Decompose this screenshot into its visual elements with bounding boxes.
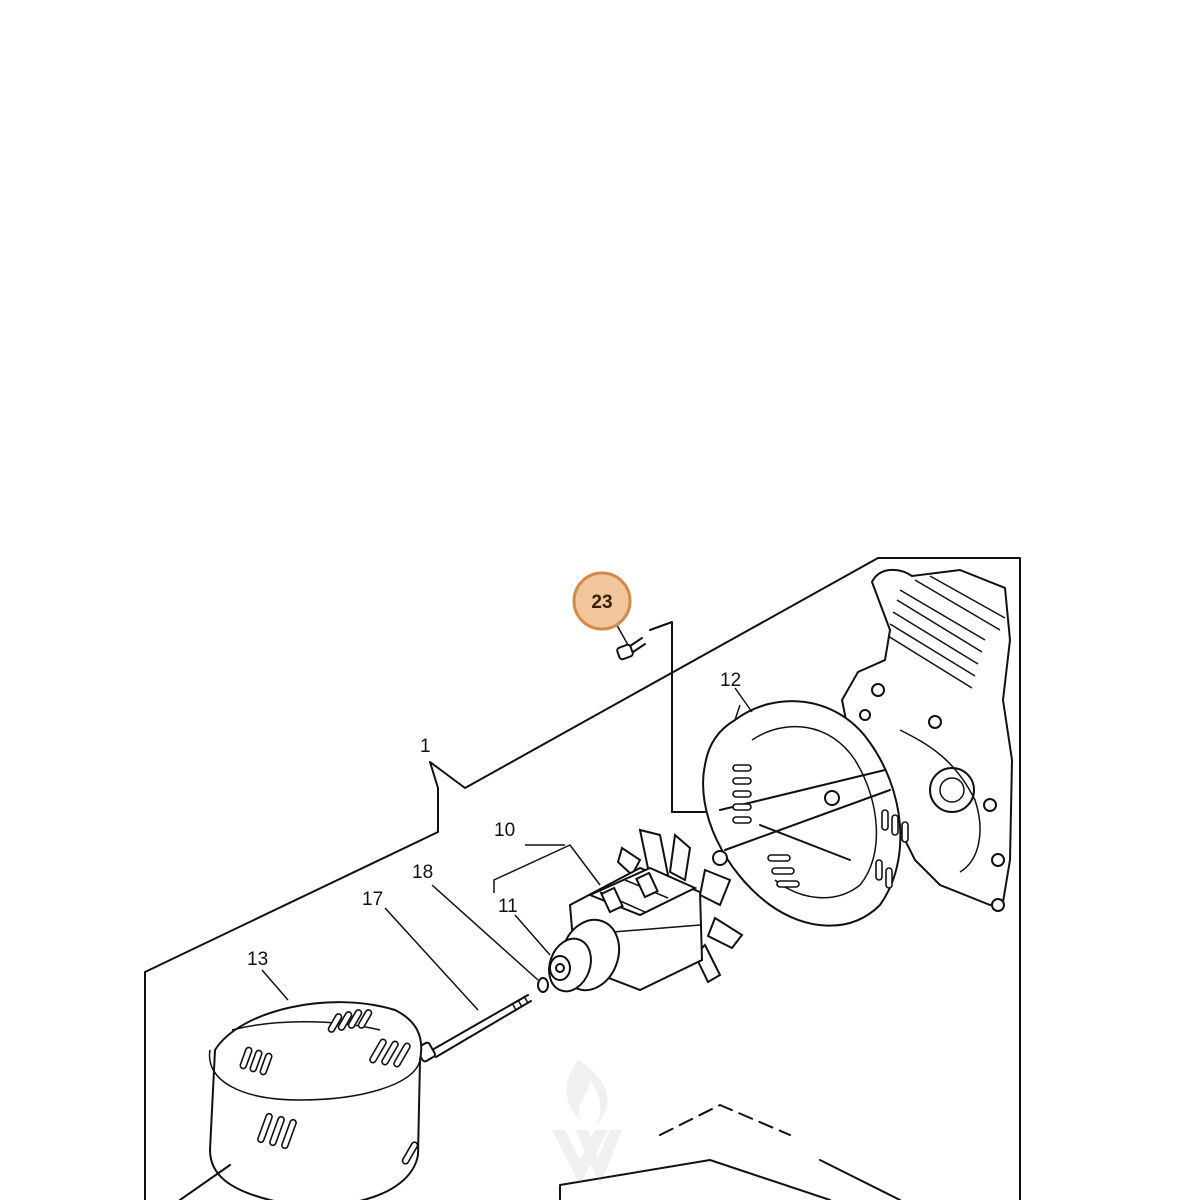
rotor-assembly-10: [548, 828, 744, 993]
engine-block: [840, 568, 1014, 912]
screw-23: [616, 637, 646, 661]
label-part-13: 13: [247, 949, 268, 970]
label-part-1: 1: [420, 736, 431, 757]
band-slots: [239, 1009, 419, 1165]
highlight-callout-23[interactable]: 23: [572, 571, 632, 631]
label-part-18: 18: [412, 862, 433, 883]
watermark-logo: [552, 1060, 622, 1185]
lower-parts: [179, 1104, 901, 1200]
label-part-12: 12: [720, 670, 741, 691]
washer-11: [537, 977, 549, 993]
label-part-10: 10: [494, 820, 515, 841]
front-housing-12: [702, 700, 909, 927]
label-part-17: 17: [362, 889, 383, 910]
part-labels: 1 10 11 12 13 17 18: [247, 670, 741, 970]
leader-lines: [261, 619, 753, 1011]
assembly-boundary: [144, 557, 1021, 1200]
through-bolt-17: [416, 994, 532, 1063]
stator-band-13: [208, 1001, 423, 1200]
callout-label-23: 23: [591, 592, 612, 613]
label-part-11: 11: [498, 896, 518, 917]
housing-slots: [732, 764, 909, 889]
